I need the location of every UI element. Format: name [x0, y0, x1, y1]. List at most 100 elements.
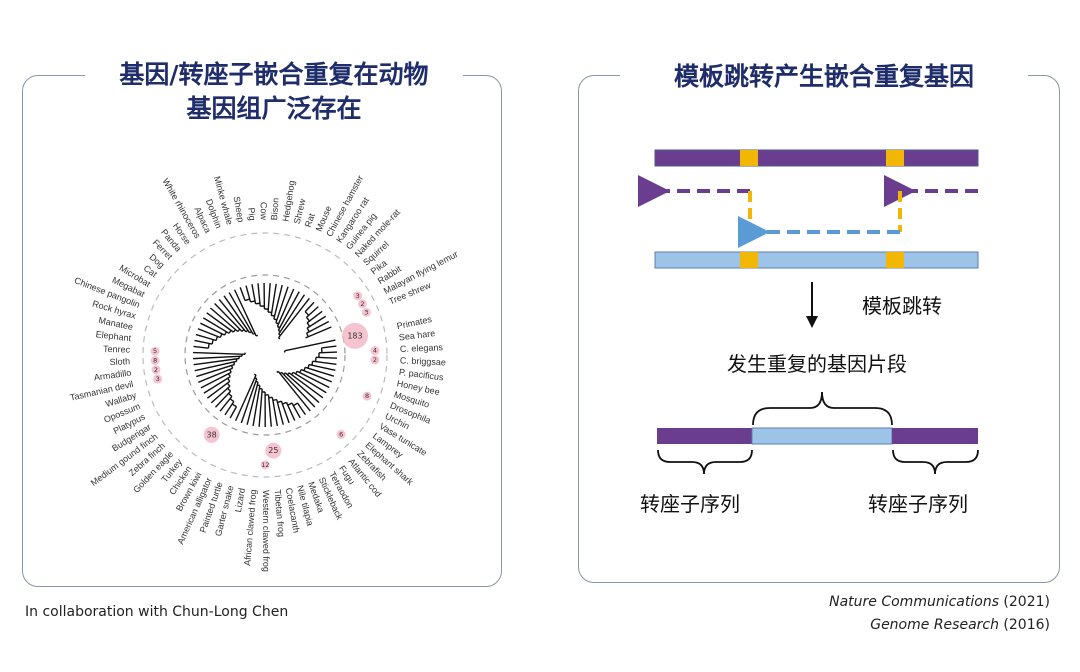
- tree-branch: [288, 372, 324, 399]
- count-bubble: [260, 460, 270, 470]
- tree-branch: [200, 371, 232, 389]
- tree-branch: [284, 372, 320, 404]
- tree-branch: [193, 355, 243, 360]
- tree-branch: [228, 292, 254, 335]
- tree-branch: [293, 402, 298, 407]
- count-bubble: [370, 355, 380, 365]
- tree-branch: [306, 320, 330, 334]
- tree-branch: [195, 333, 217, 342]
- tree-branch: [193, 357, 240, 366]
- dashed-ring-outer: [142, 232, 388, 478]
- tree-branch: [277, 291, 300, 331]
- tree-branch: [273, 284, 283, 320]
- tree-branch: [291, 402, 301, 419]
- count-label: 2: [360, 300, 364, 308]
- tree-branch: [255, 334, 259, 337]
- tree-branch: [308, 363, 336, 371]
- tree-branch: [306, 315, 327, 329]
- species-label: Pig: [246, 207, 257, 221]
- count-label: 183: [347, 331, 362, 340]
- species-label: Rat: [303, 212, 317, 229]
- tree-branch: [296, 370, 330, 389]
- tree-branch: [318, 351, 337, 354]
- transposon-label-left: 转座子序列: [640, 492, 740, 516]
- count-label: 4: [373, 347, 377, 355]
- count-bubble: [151, 365, 161, 375]
- tree-branch: [304, 366, 335, 377]
- species-label: Sheep: [232, 196, 247, 223]
- tree-branch: [234, 374, 257, 422]
- ref-year: (2016): [998, 617, 1050, 633]
- species-label: Tibetan frog: [272, 489, 286, 537]
- credit-text: In collaboration with Chun-Long Chen: [25, 604, 289, 620]
- ref-journal: Nature Communications: [829, 594, 999, 610]
- tree-branch: [278, 297, 310, 339]
- tree-branch: [258, 388, 263, 427]
- tree-branch: [275, 286, 289, 324]
- tree-branch: [280, 400, 290, 424]
- count-label: 3: [364, 308, 368, 316]
- count-label: 6: [339, 430, 343, 438]
- count-label: 8: [365, 392, 369, 400]
- tree-branch: [305, 316, 311, 322]
- left-title-line1: 基因/转座子嵌合重复在动物: [119, 60, 429, 89]
- tree-branch: [194, 339, 213, 345]
- tree-branch: [196, 363, 235, 378]
- count-bubble: [370, 346, 380, 356]
- tree-branch: [200, 322, 225, 336]
- tree-branch: [267, 283, 271, 313]
- left-title-line2: 基因组广泛存在: [186, 94, 362, 123]
- count-label: 2: [154, 366, 158, 374]
- count-label: 3: [356, 292, 360, 300]
- count-bubble: [357, 299, 367, 309]
- tree-branch: [207, 343, 210, 349]
- tree-branch: [300, 368, 333, 383]
- tree-branch: [210, 385, 231, 404]
- species-label: Armadillo: [93, 368, 132, 383]
- species-label: C. elegans: [400, 342, 444, 354]
- left-panel-title: 基因/转座子嵌合重复在动物 基因组广泛存在: [85, 58, 463, 126]
- tree-branch: [219, 395, 233, 412]
- species-label: C. briggsae: [400, 355, 446, 367]
- count-label: 8: [153, 357, 157, 365]
- count-label: 5: [153, 347, 157, 355]
- template-switch-label: 模板跳转: [862, 294, 942, 318]
- tree-branch: [245, 285, 252, 303]
- count-label: 38: [207, 430, 217, 439]
- tree-branch: [276, 288, 295, 327]
- count-bubble: [336, 429, 346, 439]
- tree-branch: [306, 310, 323, 324]
- tree-branch: [305, 326, 332, 339]
- tree-branch: [285, 402, 296, 421]
- tree-branch: [246, 381, 259, 425]
- tree-branch: [198, 367, 233, 383]
- tree-branch: [244, 298, 250, 302]
- species-label: Lizard: [233, 487, 247, 513]
- tree-branch: [284, 339, 336, 352]
- tree-branch: [229, 406, 238, 419]
- tree-branch: [214, 303, 243, 332]
- reference-2: Genome Research (2016): [870, 617, 1050, 633]
- count-label: 12: [261, 461, 269, 469]
- count-bubble: [361, 307, 371, 317]
- species-label: Bison: [269, 197, 281, 220]
- tree-branch: [229, 398, 235, 403]
- tree-branch: [304, 301, 315, 313]
- count-label: 25: [268, 446, 278, 455]
- tree-branch: [206, 312, 234, 333]
- species-label: Sea hare: [398, 328, 435, 342]
- species-label: Elephant: [95, 329, 132, 343]
- tree-branch: [321, 345, 337, 349]
- tree-branch: [304, 311, 310, 316]
- count-label: 3: [156, 375, 160, 383]
- tree-branch: [271, 397, 279, 427]
- tree-branch: [203, 376, 231, 394]
- count-bubble: [353, 291, 363, 301]
- tree-branch: [315, 356, 337, 359]
- right-panel-title: 模板跳转产生嵌合重复基因: [620, 60, 1028, 94]
- tree-branch: [296, 402, 306, 416]
- count-bubble: [203, 426, 220, 443]
- tree-branch: [251, 284, 257, 304]
- species-label: Tenrec: [103, 344, 131, 355]
